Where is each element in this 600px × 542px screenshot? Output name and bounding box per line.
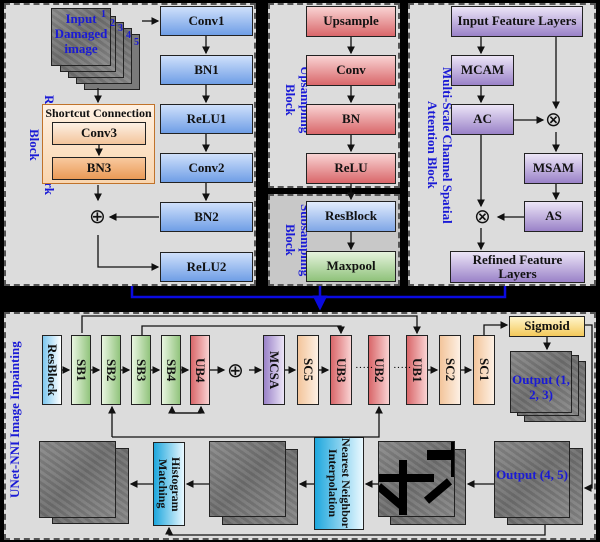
attention-multiply-symbol-2: ⊗ [474, 204, 491, 228]
as-box: AS [524, 201, 583, 232]
relu1-box: ReLU1 [160, 104, 253, 134]
mcam-box: MCAM [451, 55, 514, 86]
attention-block-panel [408, 3, 596, 286]
input-feature-layers-box: Input Feature Layers [451, 6, 583, 37]
nearest-neighbor-interpolation-box: Nearest Neighbor Interpolation [314, 437, 364, 530]
output-45-label: Output (4, 5) [496, 467, 568, 482]
sb2-box: SB2 [101, 335, 121, 405]
residual-add-symbol: ⊕ [89, 204, 106, 228]
conv2-box: Conv2 [160, 153, 253, 183]
sb3-box: SB3 [131, 335, 151, 405]
up-relu-box: ReLU [306, 153, 396, 184]
ellipsis-2: ····· [393, 362, 412, 374]
ub3-box: UB3 [330, 335, 352, 405]
ellipsis-1: ····· [355, 362, 374, 374]
relu2-box: ReLU2 [160, 252, 253, 282]
refined-feature-layers-box: Refined Feature Layers [450, 251, 585, 283]
input-number-5: 5 [134, 37, 139, 48]
bn2-box: BN2 [160, 202, 253, 232]
conv3-box: Conv3 [52, 122, 146, 145]
mcsa-box: MCSA [263, 335, 285, 405]
input-number-1: 1 [101, 9, 106, 20]
sc5-box: SC5 [297, 335, 319, 405]
input-number-2: 2 [110, 18, 115, 29]
bn3-box: BN3 [52, 157, 146, 180]
conv1-box: Conv1 [160, 6, 253, 36]
shortcut-connection-title: Shortcut Connection [45, 106, 152, 120]
attention-multiply-symbol-1: ⊗ [545, 107, 562, 131]
ub2-box: UB2 [368, 335, 390, 405]
ub4-box: UB4 [190, 335, 210, 405]
ub1-box: UB1 [406, 335, 428, 405]
masked-image [378, 441, 455, 517]
input-damaged-image-label: Input Damaged image [54, 11, 108, 56]
up-conv-box: Conv [306, 55, 396, 86]
unet-resblock: ResBlock [42, 335, 62, 405]
sb1-box: SB1 [71, 335, 91, 405]
input-number-3: 3 [118, 23, 123, 34]
sc2-box: SC2 [439, 335, 461, 405]
output-123-label: Output (1, 2, 3) [512, 372, 570, 402]
histogram-matching-box: Histogram Matching [153, 442, 185, 526]
input-number-4: 4 [126, 30, 131, 41]
sb4-box: SB4 [161, 335, 181, 405]
resblock-box: ResBlock [306, 201, 396, 232]
sc1-box: SC1 [473, 335, 495, 405]
sigmoid-box: Sigmoid [509, 316, 585, 337]
ac-box: AC [451, 104, 514, 135]
maxpool-box: Maxpool [306, 251, 396, 282]
msam-box: MSAM [524, 153, 583, 184]
unet-add-symbol: ⊕ [227, 358, 244, 382]
bn1-box: BN1 [160, 55, 253, 85]
upsample-box: Upsample [306, 6, 396, 37]
up-bn-box: BN [306, 104, 396, 135]
